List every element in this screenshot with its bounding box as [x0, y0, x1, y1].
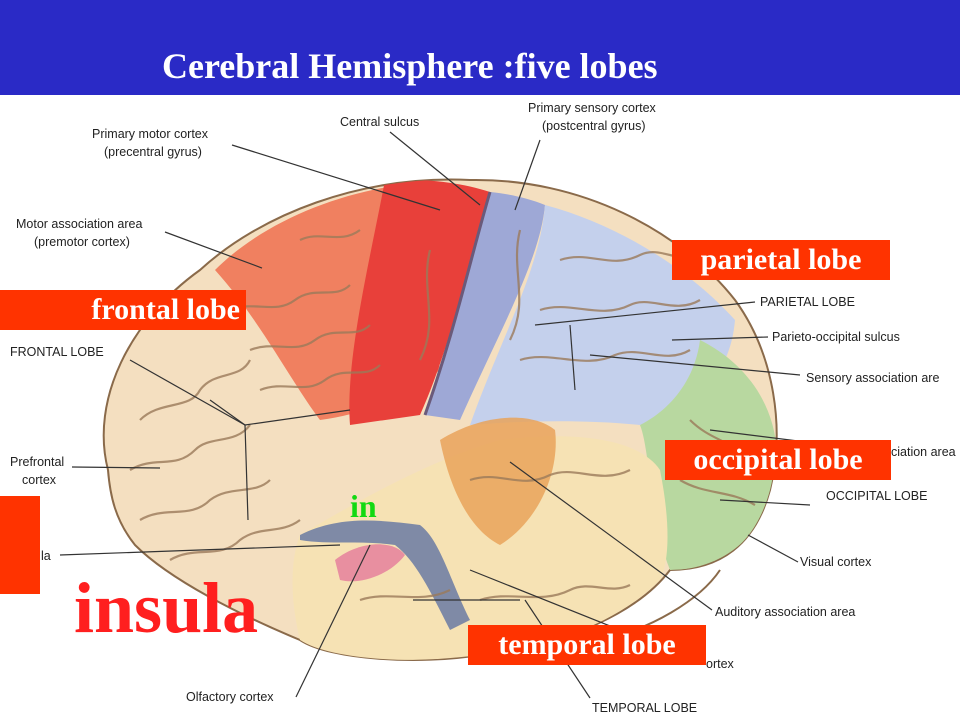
title-banner — [0, 0, 960, 95]
in-label: in — [350, 488, 377, 524]
callout-parieto-occipital: Parieto-occipital sulcus — [772, 330, 900, 344]
temporal-lobe-tag: temporal lobe — [468, 625, 706, 665]
callout-parietal-lobe: PARIETAL LOBE — [760, 295, 855, 309]
lateral-sulcus — [300, 520, 470, 630]
callout-visual-cortex: Visual cortex — [800, 555, 872, 569]
callout-primary-motor-1: Primary motor cortex — [92, 127, 209, 141]
parietal-lobe-tag: parietal lobe — [672, 240, 890, 280]
primary-sensory-region — [425, 192, 545, 420]
callout-association-area: ciation area — [891, 445, 956, 459]
callout-temporal-lobe: TEMPORAL LOBE — [592, 701, 697, 715]
callout-cortex-partial: ortex — [706, 657, 735, 671]
slide-title: Cerebral Hemisphere :five lobes — [162, 46, 658, 86]
callout-frontal-lobe: FRONTAL LOBE — [10, 345, 104, 359]
temporal-region — [292, 436, 668, 660]
frontal-lobe-tag: frontal lobe — [0, 290, 246, 330]
callout-central-sulcus: Central sulcus — [340, 115, 419, 129]
callout-auditory-assoc: Auditory association area — [715, 605, 855, 619]
auditory-region — [440, 417, 556, 545]
primary-motor-region — [349, 179, 490, 425]
callout-olfactory: Olfactory cortex — [186, 690, 274, 704]
callout-sensory-assoc: Sensory association are — [806, 371, 939, 385]
callout-occipital-lobe: OCCIPITAL LOBE — [826, 489, 927, 503]
callout-prefrontal-2: cortex — [22, 473, 57, 487]
callout-primary-sensory-1: Primary sensory cortex — [528, 101, 657, 115]
callout-insula-partial: la — [41, 549, 51, 563]
callout-motor-assoc-2: (premotor cortex) — [34, 235, 130, 249]
callout-primary-motor-2: (precentral gyrus) — [104, 145, 202, 159]
insula-region — [335, 544, 405, 582]
occipital-lobe-tag: occipital lobe — [665, 440, 891, 480]
insula-label: insula — [74, 568, 259, 648]
callout-prefrontal-1: Prefrontal — [10, 455, 64, 469]
callout-motor-assoc-1: Motor association area — [16, 217, 143, 231]
left-edge-tag — [0, 496, 40, 594]
parietal-region — [470, 205, 735, 425]
callout-primary-sensory-2: (postcentral gyrus) — [542, 119, 646, 133]
